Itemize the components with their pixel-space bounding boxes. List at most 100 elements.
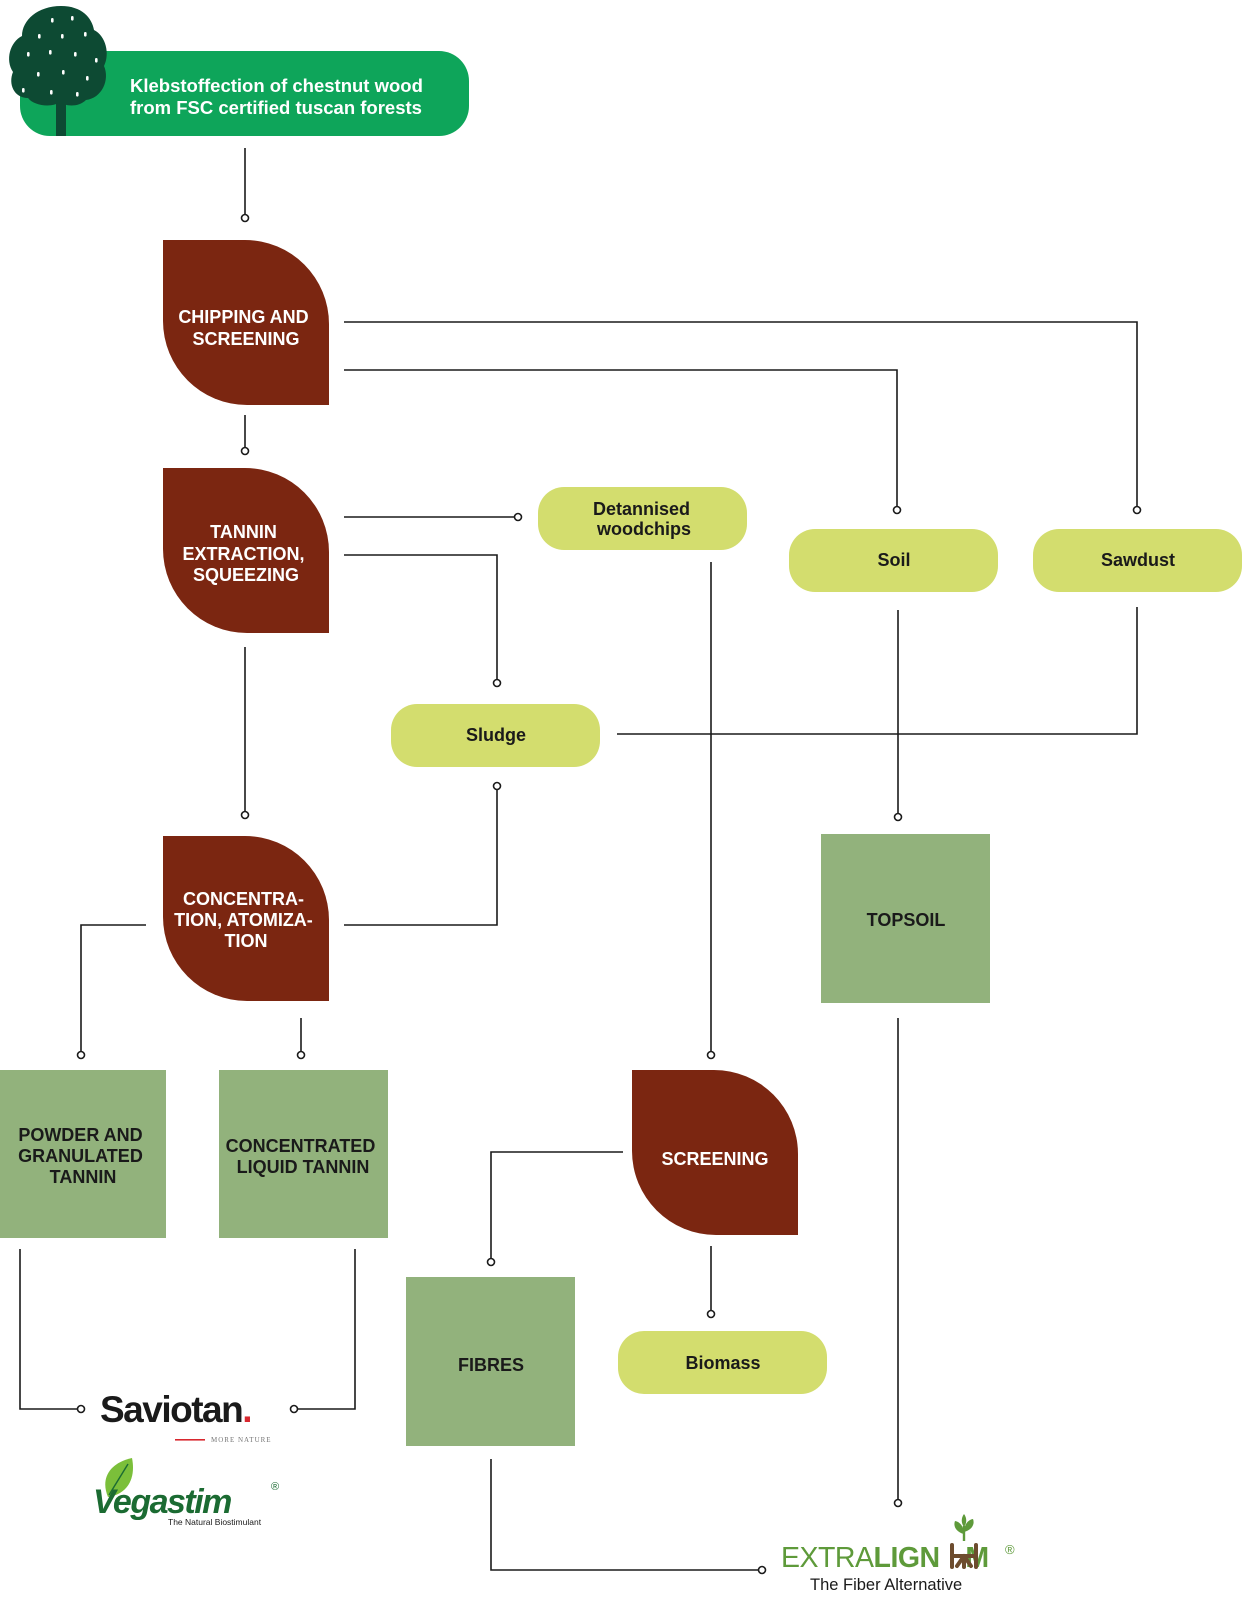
process-label-line: SCREENING — [192, 329, 299, 349]
vegastim-logo: Vegastim ® The Natural Biostimulant — [93, 1458, 279, 1527]
product-box — [821, 834, 990, 1003]
byproduct-label-line: woodchips — [596, 519, 691, 539]
vegastim-registered: ® — [271, 1481, 279, 1493]
byproduct-detannised-woodchips: Detannised woodchips — [538, 487, 747, 550]
byproduct-soil: Soil — [789, 529, 998, 592]
vegastim-wordmark: Vegastim — [93, 1483, 231, 1521]
connector-end-dot — [296, 1050, 306, 1060]
connector-end-dot — [240, 213, 250, 223]
product-label: FIBRES — [458, 1355, 524, 1375]
product-label-line: GRANULATED — [18, 1146, 143, 1166]
saviotan-name: Saviotan — [100, 1389, 242, 1430]
connector-end-dot — [289, 1404, 299, 1414]
byproduct-label: Biomass — [685, 1353, 760, 1373]
connector-end-dot — [492, 781, 502, 791]
byproduct-sawdust: Sawdust — [1033, 529, 1242, 592]
byproduct-label: Sludge — [466, 725, 526, 745]
connector-extraction-to-sludge — [344, 554, 498, 683]
product-box — [219, 1070, 388, 1238]
byproduct-pill — [1033, 529, 1242, 592]
byproduct-sludge: Sludge — [391, 704, 600, 767]
process-label-line: SCREENING — [661, 1149, 768, 1169]
connector-end-dot — [486, 1257, 496, 1267]
connector-chipping-to-soil — [344, 369, 898, 510]
connector-concentration-to-powder — [80, 924, 146, 1055]
product-topsoil: TOPSOIL — [821, 834, 990, 1003]
svg-text:SCREENING: SCREENING — [661, 1149, 768, 1169]
process-shape — [163, 836, 329, 1001]
product-concentrated-liquid-tannin: CONCENTRATED LIQUID TANNIN — [219, 1070, 388, 1238]
byproduct-label: Sawdust — [1101, 550, 1175, 570]
connector-end-dot — [757, 1565, 767, 1575]
vegastim-rest: egastim — [113, 1483, 231, 1521]
connector-liquid-to-saviotan — [294, 1249, 356, 1410]
extralignum-tagline: The Fiber Alternative — [810, 1576, 962, 1594]
svg-text:CHIPPING AND SCREENING: CHIPPING AND SCREENING — [178, 307, 313, 349]
process-label-line: TANNIN — [210, 522, 277, 542]
byproduct-label: Soil — [877, 550, 910, 570]
product-label-line: LIQUID TANNIN — [237, 1157, 370, 1177]
connector-concentration-to-sludge — [344, 786, 498, 926]
extralignum-bold-1: LIGN — [874, 1542, 940, 1574]
process-screening: SCREENING — [632, 1070, 798, 1235]
product-label-line: CONCENTRATED — [226, 1136, 376, 1156]
connector-end-dot — [240, 810, 250, 820]
saviotan-underline — [175, 1439, 205, 1441]
product-fibres: FIBRES — [406, 1277, 575, 1446]
product-label-line: TANNIN — [50, 1167, 117, 1187]
connector-end-dot — [706, 1050, 716, 1060]
product-label: TOPSOIL — [867, 910, 946, 930]
source-pill — [20, 51, 469, 136]
byproduct-biomass: Biomass — [618, 1331, 827, 1394]
tree-icon — [9, 6, 107, 136]
connector-end-dot — [513, 512, 523, 522]
connector-end-dot — [893, 1498, 903, 1508]
product-box — [0, 1070, 166, 1238]
connector-sawdust-to-sludge-line — [617, 607, 1138, 735]
process-label-line: SQUEEZING — [193, 565, 299, 585]
svg-text:TANNIN EXTRACTION,: TANNIN EXTRACTION, SQUEEZING — [182, 522, 309, 585]
process-shape — [163, 240, 329, 405]
connector-fibres-to-extralignum — [490, 1459, 762, 1571]
process-chipping: CHIPPING AND SCREENING — [163, 240, 329, 405]
vegastim-tagline: The Natural Biostimulant — [168, 1517, 262, 1527]
svg-text:Detannised woodchips: Detannised woodchips — [593, 499, 695, 539]
product-powder-granulated-tannin: POWDER AND GRANULATED TANNIN — [0, 1070, 166, 1238]
source-node: Klebstoffection of chestnut wood from FS… — [9, 6, 469, 136]
connector-end-dot — [706, 1309, 716, 1319]
connector-end-dot — [76, 1050, 86, 1060]
byproduct-pill — [618, 1331, 827, 1394]
saviotan-mark: . — [242, 1389, 251, 1430]
svg-text:CONCENTRATED LIQUID TANN: CONCENTRATED LIQUID TANNIN — [226, 1136, 381, 1177]
byproduct-pill — [789, 529, 998, 592]
process-label-line: CONCENTRA- — [183, 889, 304, 909]
process-label-line: TION, ATOMIZA- — [174, 910, 313, 930]
leaf-icon — [105, 1458, 133, 1497]
connector-end-dot — [492, 678, 502, 688]
svg-text:POWDER AND GRANULATED: POWDER AND GRANULATED TANNIN — [18, 1125, 148, 1187]
connector-screening-to-fibres — [490, 1151, 623, 1262]
connector-end-dot — [76, 1404, 86, 1414]
process-shape — [163, 468, 329, 633]
source-label-line-2: from FSC certified tuscan forests — [130, 97, 422, 118]
process-label-line: TION — [225, 931, 268, 951]
saviotan-wordmark: Saviotan. — [100, 1389, 251, 1430]
extralignum-light: EXTRA — [781, 1542, 874, 1574]
process-label-line: EXTRACTION, — [182, 544, 304, 564]
extralignum-logo: EXTRALIGN M ® The Fiber Alternative — [781, 1514, 1015, 1594]
connector-chipping-to-sawdust — [344, 321, 1138, 510]
byproduct-pill — [391, 704, 600, 767]
source-label-line-1: Klebstoffection of chestnut wood — [130, 75, 423, 96]
saviotan-logo: Saviotan. MORE NATURE — [100, 1389, 271, 1444]
sprout-icon — [954, 1514, 974, 1541]
extralignum-registered: ® — [1005, 1542, 1015, 1557]
connector-end-dot — [1132, 505, 1142, 515]
connector-powder-to-saviotan — [19, 1249, 81, 1410]
process-extraction: TANNIN EXTRACTION, SQUEEZING — [163, 468, 329, 633]
process-shape — [632, 1070, 798, 1235]
connector-end-dot — [240, 446, 250, 456]
svg-text:CONCENTRA- TION, ATOMIZA: CONCENTRA- TION, ATOMIZA- TION — [174, 889, 318, 951]
process-concentration: CONCENTRA- TION, ATOMIZA- TION — [163, 836, 329, 1001]
byproduct-pill — [538, 487, 747, 550]
